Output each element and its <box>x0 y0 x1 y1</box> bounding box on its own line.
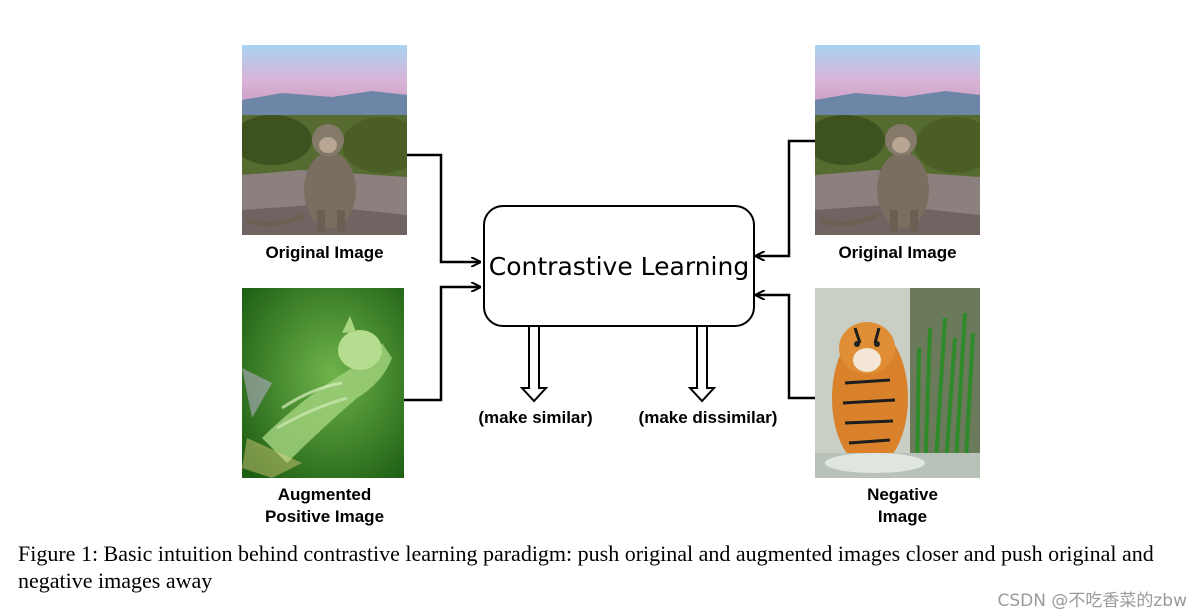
connector-left-top <box>407 153 479 262</box>
label-negative-line2: Image <box>877 507 928 526</box>
make-dissimilar-label: (make dissimilar) <box>638 408 778 427</box>
label-original-image-right: Original Image <box>838 243 957 262</box>
figure-caption: Figure 1: Basic intuition behind contras… <box>18 541 1154 593</box>
augmented-positive-image <box>242 288 404 478</box>
contrastive-learning-box: Contrastive Learning <box>483 205 755 327</box>
label-negative-image: Negative Image <box>815 484 990 528</box>
make-dissimilar-arrow <box>687 325 717 403</box>
label-negative-line1: Negative <box>867 485 938 504</box>
negative-image <box>815 288 980 478</box>
watermark: CSDN @不吃香菜的zbw <box>997 591 1188 611</box>
make-similar-arrow <box>519 325 549 403</box>
original-image-right <box>815 45 980 235</box>
connector-left-bottom <box>404 287 479 402</box>
original-image-left <box>242 45 407 235</box>
connector-right-top <box>757 139 815 256</box>
make-similar-label: (make similar) <box>478 408 593 427</box>
contrastive-learning-label: Contrastive Learning <box>488 251 750 281</box>
connector-right-bottom <box>757 295 815 400</box>
label-augmented-positive-image: Augmented Positive Image <box>232 484 417 528</box>
label-augmented-line2: Positive Image <box>264 507 385 526</box>
label-original-image-left: Original Image <box>265 243 384 262</box>
label-augmented-line1: Augmented <box>277 485 372 504</box>
